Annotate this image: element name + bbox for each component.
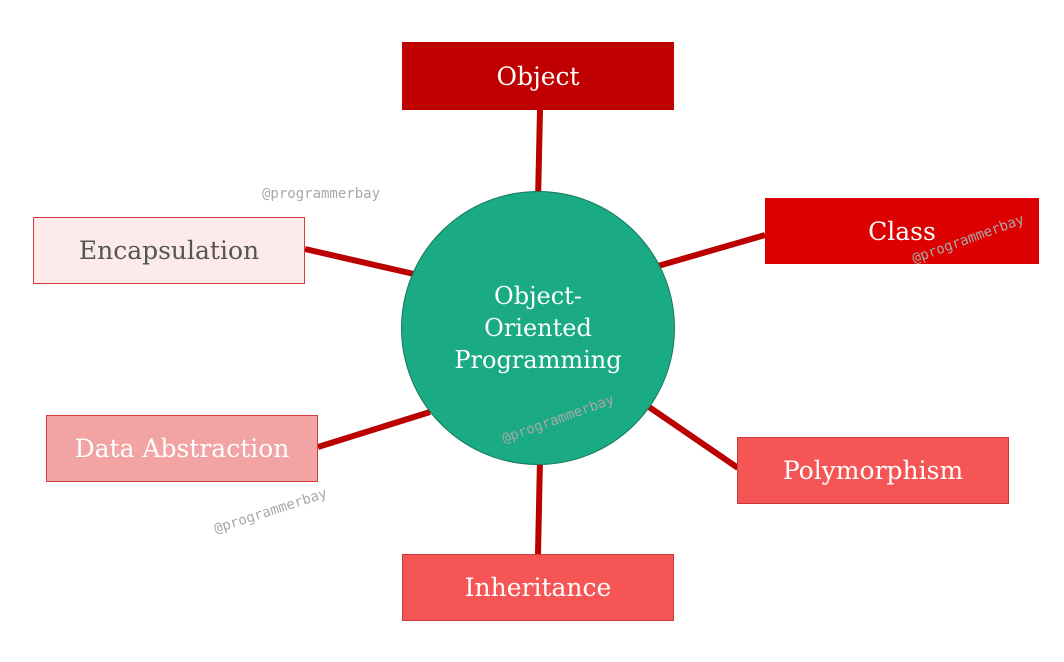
node-class-label: Class <box>868 216 936 246</box>
center-line-2: Oriented <box>484 314 592 342</box>
node-inheritance: Inheritance <box>402 554 674 621</box>
watermark-top-left: @programmerbay <box>262 186 381 202</box>
connector-class <box>657 232 766 269</box>
node-polymorphism: Polymorphism <box>737 437 1009 504</box>
connector-polymorphism <box>647 404 740 471</box>
node-polymorphism-label: Polymorphism <box>782 456 964 485</box>
center-line-3: Programming <box>454 346 622 374</box>
node-data-abstraction-label: Data Abstraction <box>74 434 290 463</box>
center-line-1: Object- <box>494 282 582 310</box>
connector-data-abstraction <box>317 409 431 450</box>
node-inheritance-label: Inheritance <box>464 573 612 602</box>
connector-inheritance <box>535 458 543 555</box>
node-object-label: Object <box>496 61 580 91</box>
connector-encapsulation <box>304 246 415 277</box>
node-encapsulation: Encapsulation <box>33 217 305 284</box>
node-data-abstraction: Data Abstraction <box>46 415 318 482</box>
node-encapsulation-label: Encapsulation <box>78 236 260 265</box>
central-concept-circle: Object- Oriented Programming <box>401 191 675 465</box>
node-object: Object <box>402 42 674 110</box>
node-class: Class <box>765 198 1039 264</box>
connector-object <box>535 109 543 202</box>
